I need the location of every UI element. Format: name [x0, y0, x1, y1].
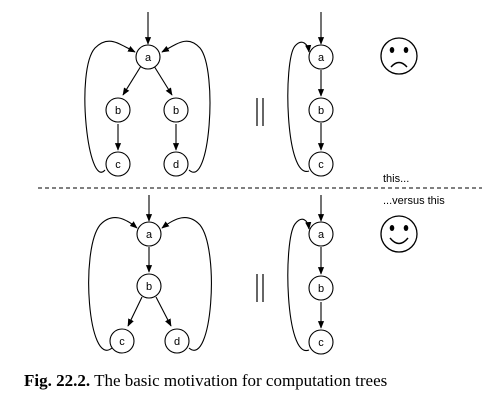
node-circle-d	[164, 328, 190, 354]
node-circle-a	[308, 221, 334, 247]
figure-caption: Fig. 22.2. The basic motivation for comp…	[24, 371, 484, 391]
edge-a-b2	[153, 65, 173, 96]
node-circle-c	[109, 328, 135, 354]
note-versus-this: ...versus this	[383, 195, 445, 207]
node-circle-c	[308, 329, 334, 355]
node-label-c: c	[115, 159, 121, 171]
node-label-b-right: b	[173, 105, 179, 117]
node-label-a: a	[318, 52, 325, 64]
node-circle-a	[136, 221, 162, 247]
node-label-c: c	[318, 159, 324, 171]
loop-c-to-a	[287, 218, 312, 351]
node-circle-a	[308, 44, 334, 70]
loop-d-to-a	[161, 217, 212, 351]
node-circle-d	[163, 151, 189, 177]
edge-b-c	[127, 296, 143, 327]
node-label-a: a	[146, 229, 153, 241]
node-circle-c	[308, 151, 334, 177]
caption-text: The basic motivation for computation tre…	[94, 371, 388, 390]
node-circle-b-right	[163, 97, 189, 123]
loop-d-to-a	[161, 40, 211, 173]
node-label-c: c	[318, 337, 324, 349]
node-label-b: b	[318, 105, 324, 117]
top-right-chain: a b c	[287, 12, 334, 177]
loop-c-to-a	[84, 40, 136, 173]
edge-a-b1	[122, 65, 142, 96]
bottom-left-tree: a b c d	[88, 195, 212, 354]
loop-c-to-a	[287, 41, 312, 172]
node-label-a: a	[145, 52, 152, 64]
node-label-a: a	[318, 229, 325, 241]
bottom-right-chain: a b c	[287, 195, 334, 355]
happy-face-icon	[380, 215, 418, 253]
bottom-equivalence-bars	[256, 274, 264, 302]
caption-label: Fig. 22.2.	[24, 371, 91, 390]
node-label-d: d	[173, 159, 179, 171]
top-left-tree: a b b c d	[84, 12, 211, 177]
node-circle-b-left	[105, 97, 131, 123]
sad-face-icon	[380, 37, 418, 75]
node-label-d: d	[174, 336, 180, 348]
node-label-b-left: b	[115, 105, 121, 117]
node-label-b: b	[318, 283, 324, 295]
node-label-b: b	[146, 281, 152, 293]
node-circle-b	[308, 275, 334, 301]
node-circle-b	[308, 97, 334, 123]
note-this: this...	[383, 173, 409, 185]
node-circle-c	[105, 151, 131, 177]
node-circle-a	[135, 44, 161, 70]
node-label-c: c	[119, 336, 125, 348]
edge-b-d	[155, 296, 172, 327]
node-circle-b	[136, 273, 162, 299]
loop-c-to-a	[88, 217, 138, 351]
bottom-section: ...versus this a b c d	[88, 195, 445, 355]
top-equivalence-bars	[256, 98, 264, 126]
top-section: a b b c d a b c	[84, 12, 418, 185]
